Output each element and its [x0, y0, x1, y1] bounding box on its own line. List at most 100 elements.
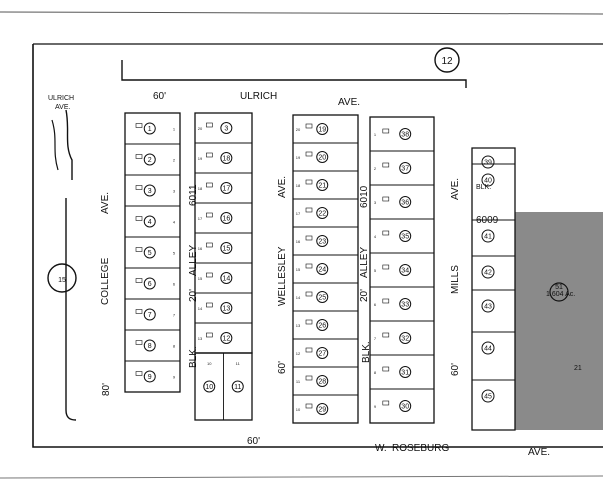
block-d-lot-number: 2 — [374, 166, 377, 171]
block-c-parcel-circle[interactable] — [316, 375, 329, 387]
width-bottom-60: 60' — [247, 436, 260, 447]
block-d-parcel-circle[interactable] — [399, 298, 412, 310]
parcel-51-circle[interactable] — [549, 282, 569, 302]
block-e-parcel-circle[interactable] — [481, 265, 495, 279]
block-c-tag-box — [305, 207, 313, 213]
block-e-parcel-circle[interactable] — [481, 299, 495, 313]
street-college: COLLEGE — [100, 257, 111, 305]
block-a-lot-number: 2 — [173, 158, 176, 163]
block-b-parcel-circle[interactable] — [220, 182, 233, 194]
block-c-parcel-circle[interactable] — [316, 403, 329, 415]
block-d-parcel-circle[interactable] — [399, 332, 412, 344]
block-d-lot-number: 5 — [374, 268, 377, 273]
block-e-parcel-circle[interactable] — [481, 389, 495, 403]
block-a-parcel-circle[interactable] — [143, 215, 156, 228]
block-b-lot-number: 20 — [198, 126, 203, 131]
adjacent-page-circle — [47, 263, 77, 293]
street-mills: MILLS — [450, 265, 461, 294]
block-b-parcel-circle[interactable] — [220, 152, 233, 164]
block-c-parcel-circle[interactable] — [316, 319, 329, 331]
block-d-parcel-circle[interactable] — [399, 230, 412, 242]
block-d-parcel-circle[interactable] — [399, 264, 412, 276]
block-b-bottom-parcel-circle[interactable] — [231, 380, 244, 393]
block-d-parcel-number: 36 — [401, 200, 409, 207]
block-a-parcel-circle[interactable] — [143, 184, 156, 197]
block-a-parcel-circle[interactable] — [143, 308, 156, 321]
block-e-parcel-number: 39 — [484, 160, 492, 167]
blk-label-1: BLK. — [188, 346, 199, 368]
block-d-parcel-circle[interactable] — [399, 366, 412, 378]
street-roseburg: ROSEBURG — [392, 443, 449, 454]
block-c-parcel-number: 22 — [318, 211, 326, 218]
block-c-parcel-circle[interactable] — [316, 235, 329, 247]
block-b-parcel-circle[interactable] — [220, 332, 233, 344]
block-d-outline — [369, 116, 435, 424]
block-e-parcel-number: 45 — [484, 394, 492, 401]
block-a-tag-box — [135, 154, 143, 159]
block-b-parcel-circle[interactable] — [220, 272, 233, 284]
block-d-parcel-circle[interactable] — [399, 400, 412, 412]
block-e-parcel-circle[interactable] — [481, 155, 495, 169]
block-c-parcel-number: 24 — [318, 267, 326, 274]
block-c-parcel-number: 25 — [318, 295, 326, 302]
block-d-parcel-circle[interactable] — [399, 128, 412, 140]
block-e-parcel-number: 43 — [484, 304, 492, 311]
block-c-parcel-circle[interactable] — [316, 291, 329, 303]
block-e-parcel-circle[interactable] — [481, 173, 495, 187]
block-6009: 6009 — [476, 215, 499, 226]
block-c-tag-box — [305, 179, 313, 185]
block-a-parcel-circle[interactable] — [143, 339, 156, 352]
block-b-lot-number: 14 — [198, 306, 203, 311]
block-a-parcel-circle[interactable] — [143, 277, 156, 290]
block-a-parcel-circle[interactable] — [143, 370, 156, 383]
block-c-parcel-circle[interactable] — [316, 179, 329, 191]
parcel-51-area: 1.604 Ac. — [546, 291, 575, 298]
block-a-lot-number: 4 — [173, 220, 176, 225]
block-a-parcel-circle[interactable] — [143, 153, 156, 166]
block-b-parcel-number: 17 — [222, 186, 230, 193]
map-frame — [32, 44, 603, 448]
block-c-tag-box — [305, 403, 313, 409]
block-c-parcel-circle[interactable] — [316, 347, 329, 359]
block-c-parcel-number: 23 — [318, 239, 326, 246]
block-e-parcel-number: 40 — [484, 178, 492, 185]
block-d-tag-box — [382, 298, 390, 304]
block-b-parcel-circle[interactable] — [220, 302, 233, 314]
block-d-lot-number: 8 — [374, 370, 377, 375]
block-c-parcel-circle[interactable] — [316, 263, 329, 275]
block-a-parcel-circle[interactable] — [143, 122, 156, 135]
block-b-parcel-number: 12 — [222, 336, 230, 343]
block-d-tag-box — [382, 400, 390, 406]
block-a-parcel-circle[interactable] — [143, 246, 156, 259]
block-b-parcel-circle[interactable] — [220, 122, 233, 134]
block-b-tag-box — [206, 152, 213, 158]
block-c-lot-number: 20 — [296, 127, 301, 132]
block-b-tag-box — [206, 242, 213, 248]
block-a-lot-number: 3 — [173, 189, 176, 194]
block-e-parcel-circle[interactable] — [481, 229, 495, 243]
block-b-parcel-circle[interactable] — [220, 212, 233, 224]
width-wellesley-60: 60' — [277, 361, 288, 374]
block-d-parcel-number: 34 — [401, 268, 409, 275]
lot-21-label: 21 — [574, 365, 582, 372]
street-college-ave: AVE. — [100, 192, 111, 214]
block-c-parcel-circle[interactable] — [316, 207, 329, 219]
block-b-tag-box — [206, 272, 213, 278]
street-ulrich-ave: AVE. — [338, 97, 360, 108]
block-d-parcel-circle[interactable] — [399, 196, 412, 208]
street-mills-ave: AVE. — [450, 178, 461, 200]
block-a-parcel-number: 7 — [148, 312, 152, 319]
block-d-tag-box — [382, 264, 390, 270]
block-b-bottom-lot-number: 11 — [236, 361, 241, 366]
block-c-lot-number: 13 — [296, 323, 301, 328]
block-b-parcel-circle[interactable] — [220, 242, 233, 254]
block-c-lot-number: 14 — [296, 295, 301, 300]
block-d-parcel-circle[interactable] — [399, 162, 412, 174]
block-c-parcel-circle[interactable] — [316, 151, 329, 163]
block-e-parcel-circle[interactable] — [481, 341, 495, 355]
block-a-lot-number: 8 — [173, 344, 176, 349]
block-b-bottom-parcel-circle[interactable] — [203, 380, 216, 393]
block-c-parcel-circle[interactable] — [316, 123, 329, 135]
